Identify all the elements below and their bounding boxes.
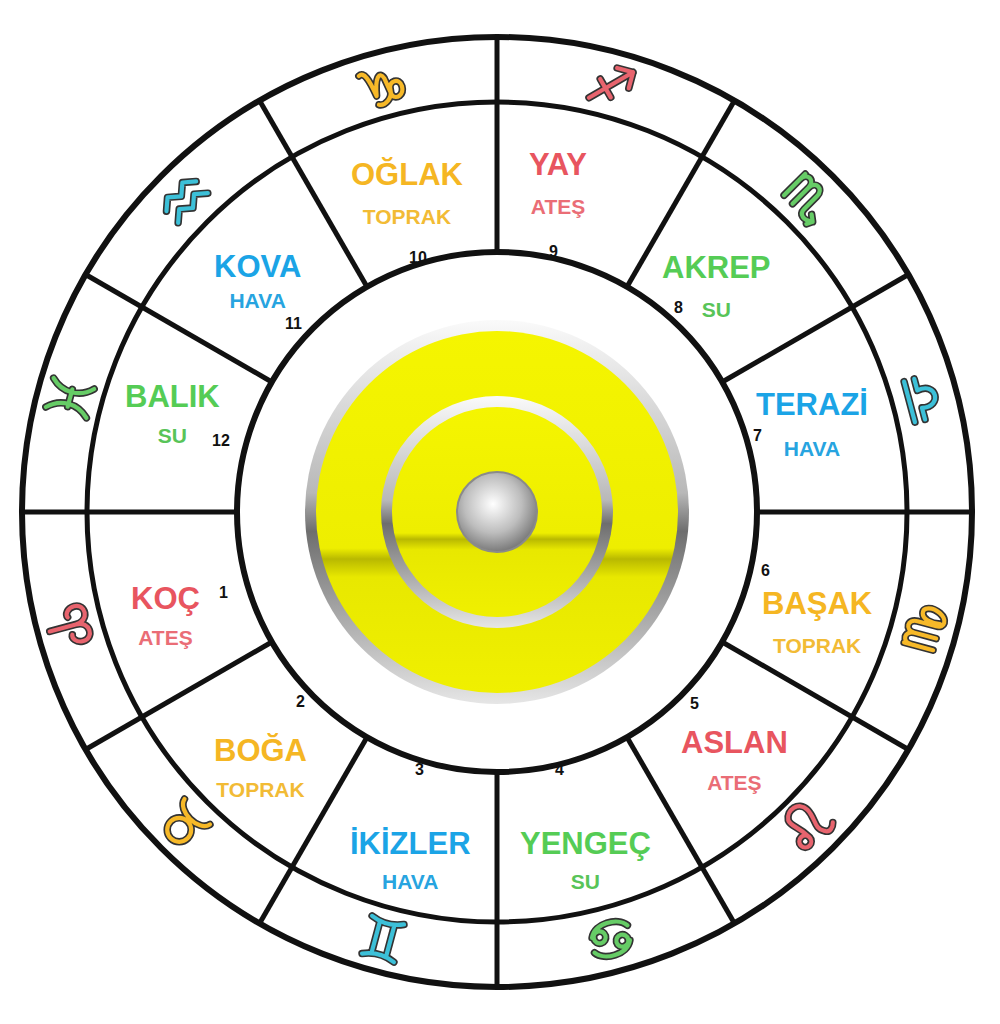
sign-sector: BALIK SU [125, 381, 220, 446]
sign-name: BALIK [125, 381, 220, 412]
element-name: SU [158, 425, 187, 446]
capricorn-symbol [359, 65, 406, 108]
house-number: 8 [674, 300, 683, 316]
zodiac-symbols [45, 63, 947, 962]
element-name: SU [571, 871, 600, 892]
house-number: 6 [761, 563, 770, 579]
house-number: 2 [296, 694, 305, 710]
sign-sector: YENGEÇ SU [520, 828, 651, 892]
house-number: 12 [212, 433, 230, 449]
house-number: 3 [415, 762, 424, 778]
element-name: SU [702, 299, 731, 320]
house-number: 9 [549, 244, 558, 260]
sign-name: BOĞA [214, 735, 307, 766]
element-name: TOPRAK [773, 635, 861, 656]
sign-sector: KOÇ ATEŞ [131, 583, 200, 648]
sign-sector: ASLAN ATEŞ [681, 727, 788, 793]
pisces-symbol [46, 378, 94, 418]
house-number: 4 [555, 762, 564, 778]
gemini-symbol [362, 916, 404, 962]
spokes [22, 37, 972, 987]
libra-symbol [904, 375, 940, 422]
scorpio-symbol [781, 174, 833, 226]
element-name: ATEŞ [531, 196, 585, 217]
sign-sector: BOĞA TOPRAK [214, 735, 307, 800]
sagittarius-symbol [589, 63, 633, 107]
sign-name: YENGEÇ [520, 828, 651, 859]
outer-ring [22, 37, 972, 987]
sign-name: OĞLAK [351, 159, 463, 190]
sign-name: TERAZİ [756, 389, 868, 420]
sign-name: KOÇ [131, 583, 200, 614]
aquarius-symbol [160, 175, 208, 223]
element-name: HAVA [229, 290, 285, 311]
sign-sector: TERAZİ HAVA [756, 389, 868, 459]
element-name: HAVA [784, 438, 840, 459]
house-number: 5 [690, 696, 699, 712]
house-number: 1 [219, 585, 228, 601]
sign-sector: KOVA HAVA [214, 251, 301, 311]
sign-sector: İKİZLER HAVA [350, 828, 471, 892]
sign-name: ASLAN [681, 727, 788, 758]
sign-name: BAŞAK [762, 588, 872, 619]
inner-ring [237, 252, 757, 772]
leo-symbol [778, 795, 835, 852]
sign-name: AKREP [662, 252, 771, 283]
taurus-symbol [158, 799, 210, 851]
element-name: ATEŞ [707, 772, 761, 793]
sign-name: KOVA [214, 251, 301, 282]
cancer-symbol [588, 918, 634, 960]
sign-sector: OĞLAK TOPRAK [351, 159, 463, 227]
virgo-symbol [904, 604, 947, 651]
aries-symbol [45, 604, 92, 649]
sign-name: YAY [529, 149, 587, 180]
sign-name: İKİZLER [350, 828, 471, 859]
element-name: HAVA [382, 871, 438, 892]
sign-sector: YAY ATEŞ [529, 149, 587, 217]
sign-sector: BAŞAK TOPRAK [762, 588, 872, 656]
element-name: ATEŞ [138, 627, 192, 648]
house-number: 10 [409, 250, 427, 266]
house-number: 11 [285, 316, 302, 332]
sun-emblem [305, 320, 689, 704]
element-name: TOPRAK [363, 206, 451, 227]
element-name: TOPRAK [216, 779, 304, 800]
house-number: 7 [753, 428, 762, 444]
